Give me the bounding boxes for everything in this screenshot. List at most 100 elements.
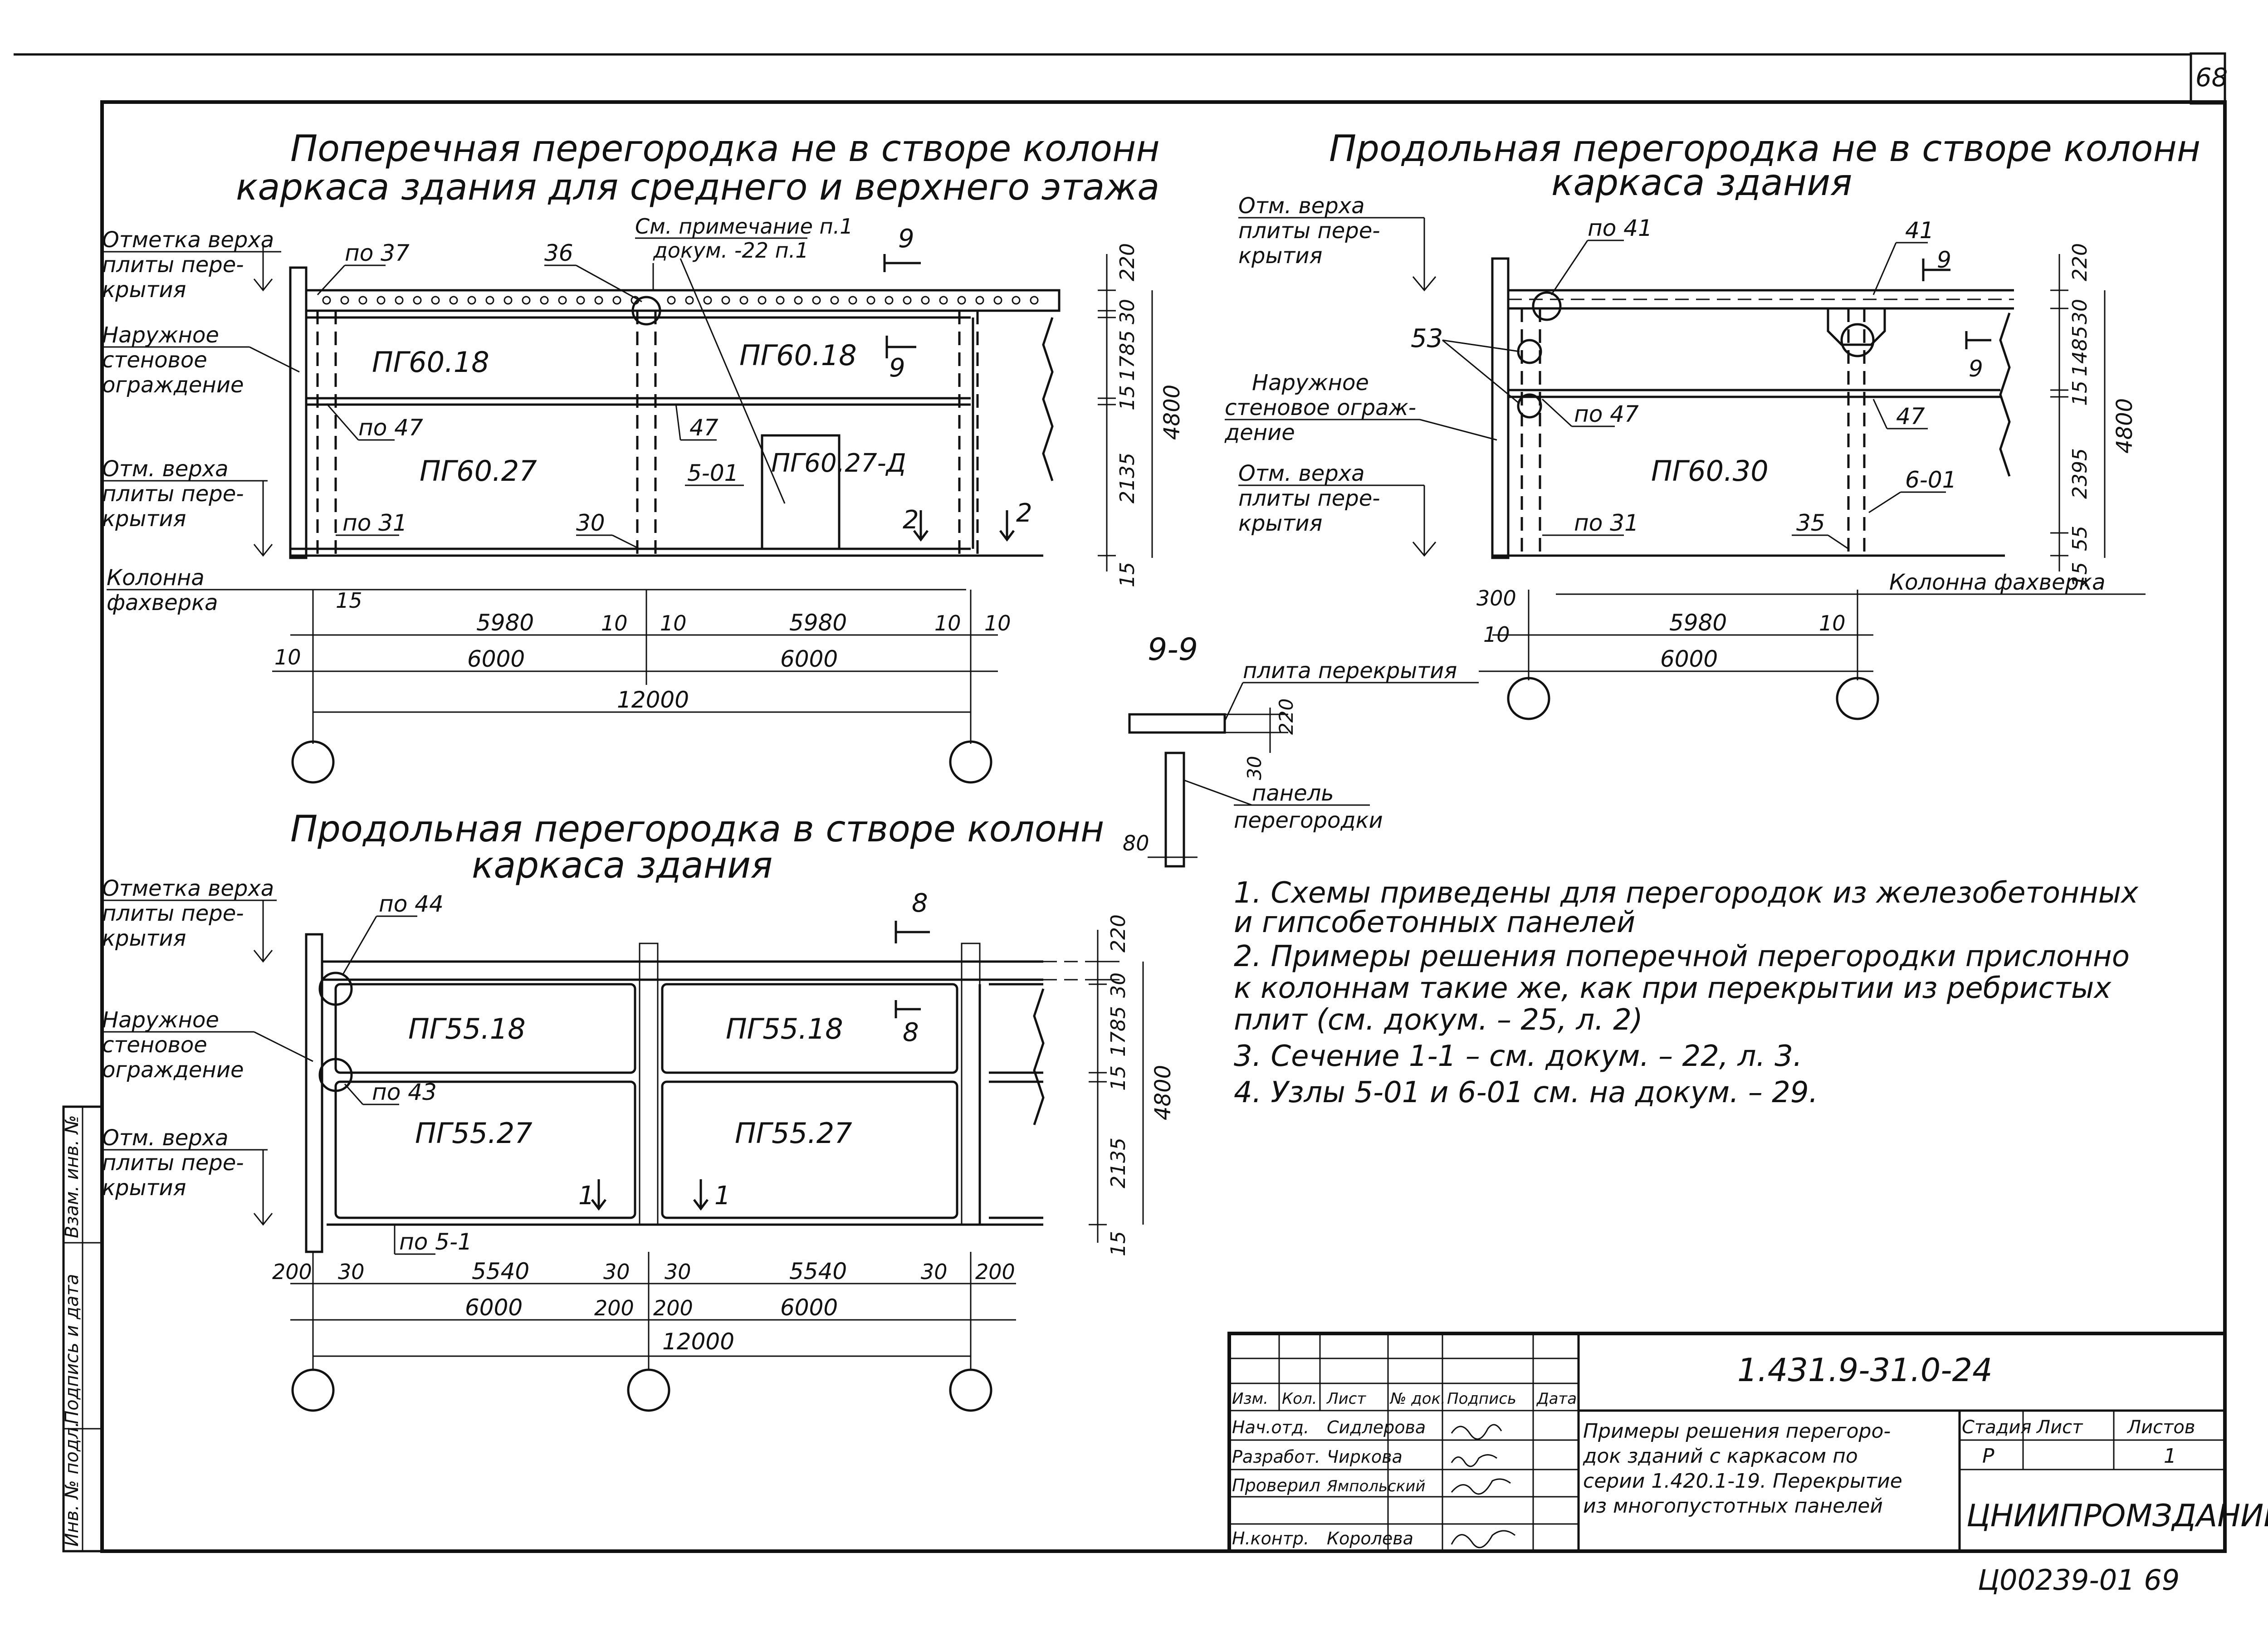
diagram-b-title-line1: Продольная перегородка не в створе колон… [1329, 127, 2200, 170]
document-code: 1.431.9-31.0-24 [1737, 1352, 1993, 1389]
diagram-longitudinal-not-aligned: Продольная перегородка не в створе колон… [1224, 127, 2200, 720]
diagram-a-title-line1: Поперечная перегородка не в створе колон… [290, 127, 1160, 170]
b-tag-47: 47 [1896, 403, 1925, 430]
c-tag-po43: по 43 [372, 1079, 437, 1105]
a-dim-b-10b: 10 [660, 611, 687, 635]
section-9-slab-label: плита перекрытия [1243, 658, 1457, 684]
a-dim-b-10a: 10 [601, 611, 628, 635]
node-circle-b3 [1517, 393, 1542, 419]
c-panel-1: ПГ55.18 [408, 1012, 526, 1045]
c-dim-b-12000: 12000 [662, 1328, 734, 1355]
b-dim-b-6000: 6000 [1660, 646, 1718, 672]
c-panel-3: ПГ55.27 [415, 1117, 533, 1150]
outer-wall-a [289, 266, 308, 559]
partition-panels-b [1492, 308, 2011, 557]
b-tag-po41: по 41 [1588, 215, 1652, 241]
a-dim-b-5980b: 5980 [789, 610, 847, 636]
c-dim-b-30d: 30 [921, 1260, 948, 1284]
header-izm: Изм. [1232, 1390, 1268, 1408]
a-dim-r-15: 15 [1116, 385, 1139, 410]
section-9-9: 9-9 плита перекрытия 220 30 80 панель пе… [1123, 632, 1479, 868]
c-dim-r-1785: 1785 [1107, 1006, 1130, 1057]
b-dim-r-55: 55 [2068, 526, 2092, 551]
c-bottom-level-1: Отм. верха [102, 1125, 229, 1151]
a-dim-b-10e: 10 [274, 645, 301, 669]
strip-label-inv: Инв. № подл. [62, 1421, 83, 1547]
role-1: Нач.отд. [1232, 1417, 1309, 1437]
partition-panels-a [290, 316, 1054, 557]
a-note-ref-1: См. примечание п.1 [635, 214, 853, 239]
axis-bubble-c3 [949, 1368, 992, 1412]
b-tag-po31: по 31 [1574, 510, 1639, 536]
b-bottom-level-3: крытия [1238, 511, 1322, 536]
note-line-4: к колоннам такие же, как при перекрытии … [1234, 972, 2112, 1005]
a-bottom-level-2: плиты пере- [102, 481, 244, 507]
sheets-value: 1 [2164, 1445, 2176, 1468]
c-tag-po5-1: по 5-1 [399, 1229, 472, 1255]
a-panel-1: ПГ60.18 [372, 346, 489, 379]
note-line-1: 1. Схемы приведены для перегородок из же… [1234, 876, 2139, 910]
c-dim-r-2135: 2135 [1107, 1138, 1130, 1188]
c-dim-b-6000b: 6000 [780, 1294, 838, 1321]
c-dim-b-200c: 200 [594, 1296, 634, 1320]
columns-c [639, 943, 981, 1226]
a-dim-r-4800: 4800 [1159, 385, 1185, 440]
slab-hollow-cores-a [322, 296, 1039, 305]
drawing-frame [100, 100, 2227, 1553]
c-section-1-left: 1 [578, 1181, 595, 1211]
a-tag-47: 47 [689, 415, 719, 441]
section-9-dim-80: 80 [1123, 831, 1149, 855]
sheet-header: Лист [2036, 1417, 2083, 1438]
header-date: Дата [1536, 1390, 1577, 1408]
c-dim-r-15b: 15 [1107, 1231, 1130, 1256]
signatures [1451, 1424, 1515, 1548]
c-dim-b-30a: 30 [338, 1260, 365, 1284]
sheets-header: Листов [2126, 1417, 2195, 1438]
c-bottom-level-3: крытия [102, 1175, 186, 1201]
note-line-3: 2. Примеры решения поперечной перегородк… [1234, 940, 2130, 973]
header-doc: № док. [1389, 1390, 1446, 1408]
header-kol: Кол. [1282, 1390, 1317, 1408]
c-panel-4: ПГ55.27 [735, 1117, 852, 1150]
b-top-level-2: плиты пере- [1238, 218, 1380, 244]
b-bottom-level-2: плиты пере- [1238, 486, 1380, 511]
floor-slab-a [305, 289, 1061, 312]
c-top-level-1: Отметка верха [102, 876, 274, 901]
archive-stamp: Ц00239-01 69 [1978, 1563, 2180, 1597]
description-line-2: док зданий с каркасом по [1583, 1445, 1858, 1468]
c-wall-2: стеновое [102, 1032, 207, 1058]
a-tag-po31: по 31 [342, 510, 407, 536]
b-tag-po47: по 47 [1574, 401, 1639, 427]
a-wall-3: ограждение [102, 372, 244, 398]
a-section-9-top: 9 [898, 224, 914, 254]
name-2: Чиркова [1327, 1447, 1403, 1467]
diagram-c-title-line1: Продольная перегородка в створе колонн [290, 808, 1104, 850]
a-bottom-level-3: крытия [102, 506, 186, 532]
note-line-2: и гипсобетонных панелей [1234, 906, 1635, 939]
node-circle-c1 [318, 972, 353, 1006]
b-dim-b-10b: 10 [1819, 611, 1846, 635]
name-3: Ямпольский [1326, 1477, 1426, 1495]
b-section-9-bottom: 9 [1969, 356, 1983, 382]
sheet-number: 68 [2195, 63, 2228, 93]
b-column-label: Колонна фахверка [1889, 570, 2105, 595]
a-wall-2: стеновое [102, 347, 207, 373]
outer-wall-b [1491, 257, 1510, 559]
note-line-7: 4. Узлы 5-01 и 6-01 см. на докум. – 29. [1234, 1076, 1818, 1109]
section-9-panel [1164, 752, 1185, 868]
section-9-title: 9-9 [1148, 632, 1198, 668]
a-section-9-bottom: 9 [889, 353, 905, 383]
strip-label-replace: Взам. инв. № [62, 1115, 83, 1238]
a-dim-b-6000b: 6000 [780, 646, 838, 672]
description-line-1: Примеры решения перегоро- [1583, 1420, 1891, 1443]
c-dim-b-5540a: 5540 [472, 1258, 529, 1284]
node-circle-c2 [318, 1058, 353, 1092]
strip-label-sign: Подпись и дата [62, 1274, 83, 1424]
section-9-slab [1128, 713, 1226, 734]
c-dim-b-5540b: 5540 [789, 1258, 847, 1284]
c-dim-b-6000a: 6000 [465, 1294, 523, 1321]
a-note-ref-2: докум. -22 п.1 [653, 238, 809, 263]
a-dim-b-15: 15 [336, 588, 362, 613]
a-panel-3: ПГ60.27 [420, 454, 537, 488]
